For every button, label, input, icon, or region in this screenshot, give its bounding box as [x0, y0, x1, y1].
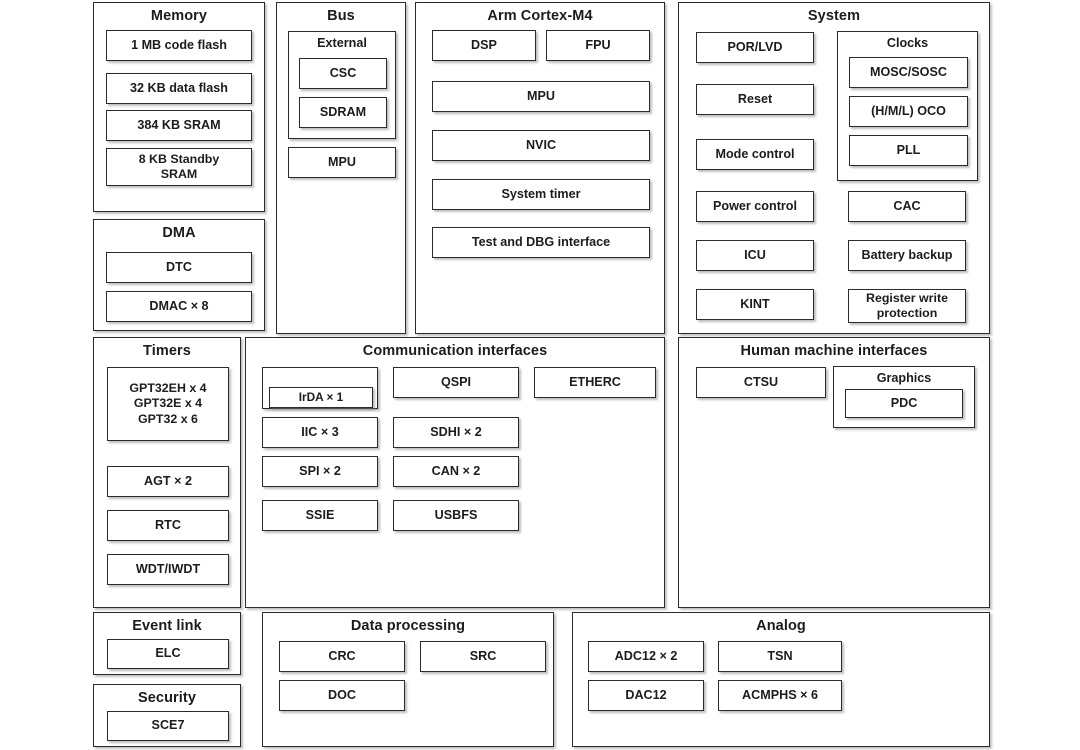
block-dac12[interactable]: DAC12 — [588, 680, 704, 711]
group-data-processing-title: Data processing — [350, 618, 466, 634]
block-can[interactable]: CAN × 2 — [393, 456, 519, 487]
subgroup-clocks-title: Clocks — [886, 36, 929, 50]
block-battery-backup[interactable]: Battery backup — [848, 240, 966, 271]
block-ssie[interactable]: SSIE — [262, 500, 378, 531]
group-timers-title: Timers — [143, 343, 191, 359]
block-icu[interactable]: ICU — [696, 240, 814, 271]
block-gpt-timers[interactable]: GPT32EH x 4 GPT32E x 4 GPT32 x 6 — [107, 367, 229, 441]
block-mosc-sosc[interactable]: MOSC/SOSC — [849, 57, 968, 88]
block-adc12[interactable]: ADC12 × 2 — [588, 641, 704, 672]
block-crc[interactable]: CRC — [279, 641, 405, 672]
group-timers: Timers GPT32EH x 4 GPT32E x 4 GPT32 x 6 … — [93, 337, 241, 608]
group-system-title: System — [807, 8, 861, 24]
subgroup-graphics: Graphics PDC — [833, 366, 975, 428]
group-dma: DMA DTC DMAC × 8 — [93, 219, 265, 331]
block-dtc[interactable]: DTC — [106, 252, 252, 283]
block-tsn[interactable]: TSN — [718, 641, 842, 672]
group-event-link-title: Event link — [132, 618, 202, 634]
block-dmac[interactable]: DMAC × 8 — [106, 291, 252, 322]
block-qspi[interactable]: QSPI — [393, 367, 519, 398]
subgroup-external: External CSC SDRAM — [288, 31, 396, 139]
block-power-control[interactable]: Power control — [696, 191, 814, 222]
block-elc[interactable]: ELC — [107, 639, 229, 669]
block-cac[interactable]: CAC — [848, 191, 966, 222]
block-dsp[interactable]: DSP — [432, 30, 536, 61]
block-acmphs[interactable]: ACMPHS × 6 — [718, 680, 842, 711]
block-hml-oco[interactable]: (H/M/L) OCO — [849, 96, 968, 127]
group-human-machine-interfaces-title: Human machine interfaces — [740, 343, 928, 359]
block-register-write-protection[interactable]: Register write protection — [848, 289, 966, 323]
block-usbfs[interactable]: USBFS — [393, 500, 519, 531]
group-bus-title: Bus — [327, 8, 355, 24]
group-dma-title: DMA — [162, 225, 196, 241]
block-standby-sram[interactable]: 8 KB Standby SRAM — [106, 148, 252, 186]
block-csc[interactable]: CSC — [299, 58, 387, 89]
block-fpu[interactable]: FPU — [546, 30, 650, 61]
block-bus-mpu[interactable]: MPU — [288, 147, 396, 178]
group-cortex-m4-title: Arm Cortex-M4 — [487, 8, 593, 24]
block-sdram[interactable]: SDRAM — [299, 97, 387, 128]
block-src[interactable]: SRC — [420, 641, 546, 672]
group-analog-title: Analog — [756, 618, 806, 634]
block-sce7[interactable]: SCE7 — [107, 711, 229, 741]
block-wdt-iwdt[interactable]: WDT/IWDT — [107, 554, 229, 585]
group-security: Security SCE7 — [93, 684, 241, 747]
group-communication-interfaces-title: Communication interfaces — [362, 343, 548, 359]
subgroup-clocks: Clocks MOSC/SOSC (H/M/L) OCO PLL — [837, 31, 978, 181]
block-mode-control[interactable]: Mode control — [696, 139, 814, 170]
group-system: System POR/LVD Reset Mode control Power … — [678, 2, 990, 334]
block-por-lvd[interactable]: POR/LVD — [696, 32, 814, 63]
subgroup-graphics-title: Graphics — [876, 371, 932, 385]
subgroup-external-title: External — [317, 36, 367, 50]
block-pdc[interactable]: PDC — [845, 389, 963, 418]
group-memory-title: Memory — [150, 8, 208, 24]
group-security-title: Security — [137, 690, 197, 706]
block-reset[interactable]: Reset — [696, 84, 814, 115]
group-communication-interfaces: Communication interfaces SCI × 10 IrDA ×… — [245, 337, 665, 608]
block-doc[interactable]: DOC — [279, 680, 405, 711]
group-cortex-m4: Arm Cortex-M4 DSP FPU MPU NVIC System ti… — [415, 2, 665, 334]
block-pll[interactable]: PLL — [849, 135, 968, 166]
block-sram[interactable]: 384 KB SRAM — [106, 110, 252, 141]
block-iic[interactable]: IIC × 3 — [262, 417, 378, 448]
group-analog: Analog ADC12 × 2 TSN DAC12 ACMPHS × 6 — [572, 612, 990, 747]
block-etherc[interactable]: ETHERC — [534, 367, 656, 398]
group-data-processing: Data processing CRC SRC DOC — [262, 612, 554, 747]
block-sci[interactable]: SCI × 10 IrDA × 1 — [262, 367, 378, 409]
block-code-flash[interactable]: 1 MB code flash — [106, 30, 252, 61]
block-system-timer[interactable]: System timer — [432, 179, 650, 210]
block-spi[interactable]: SPI × 2 — [262, 456, 378, 487]
block-cortex-mpu[interactable]: MPU — [432, 81, 650, 112]
block-rtc[interactable]: RTC — [107, 510, 229, 541]
group-memory: Memory 1 MB code flash 32 KB data flash … — [93, 2, 265, 212]
block-kint[interactable]: KINT — [696, 289, 814, 320]
block-sdhi[interactable]: SDHI × 2 — [393, 417, 519, 448]
block-test-dbg-interface[interactable]: Test and DBG interface — [432, 227, 650, 258]
block-ctsu[interactable]: CTSU — [696, 367, 826, 398]
block-agt[interactable]: AGT × 2 — [107, 466, 229, 497]
group-bus: Bus External CSC SDRAM MPU — [276, 2, 406, 334]
block-data-flash[interactable]: 32 KB data flash — [106, 73, 252, 104]
group-human-machine-interfaces: Human machine interfaces CTSU Graphics P… — [678, 337, 990, 608]
block-irda[interactable]: IrDA × 1 — [269, 387, 373, 408]
block-nvic[interactable]: NVIC — [432, 130, 650, 161]
group-event-link: Event link ELC — [93, 612, 241, 675]
